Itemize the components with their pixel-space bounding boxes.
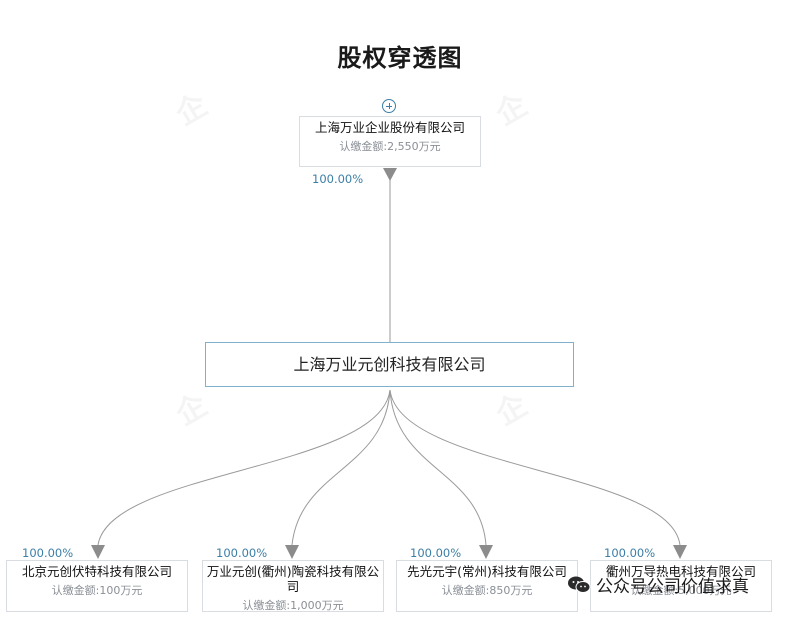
subsidiary-arrow-3 [479, 545, 493, 559]
subsidiary-link-2 [291, 389, 391, 546]
subsidiary-amount: 认缴金额:5,000万元 [630, 584, 732, 597]
subsidiary-name: 衢州万导热电科技有限公司 [605, 564, 756, 579]
wechat-account-text: 公众号公司价值求真 [596, 577, 749, 597]
company-name: 上海万业元创科技有限公司 [293, 355, 486, 374]
shareholder-amount: 认缴金额:2,550万元 [339, 140, 441, 153]
subsidiary-name: 北京元创伏特科技有限公司 [21, 564, 172, 579]
expand-plus-icon[interactable] [382, 99, 396, 113]
subsidiary-arrow-2 [285, 545, 299, 559]
shareholder-percent: 100.00% [312, 172, 364, 186]
shareholder-arrow [383, 168, 397, 181]
subsidiary-link-1 [97, 389, 391, 546]
subsidiary-arrow-1 [91, 545, 105, 559]
wechat-overlay: 公众号公司价值求真 [567, 572, 749, 597]
subsidiary-amount: 认缴金额:850万元 [441, 584, 533, 597]
wechat-icon [568, 576, 591, 593]
subsidiary-arrow-4 [673, 545, 687, 559]
subsidiary-link-3 [389, 389, 487, 546]
subsidiary-amount: 认缴金额:1,000万元 [242, 599, 344, 612]
company-node[interactable]: 上海万业元创科技有限公司 [205, 342, 574, 387]
subsidiary-name: 先光元宇(常州)科技有限公司 [407, 564, 567, 579]
subsidiary-node[interactable]: 万业元创(衢州)陶瓷科技有限公司 认缴金额:1,000万元 [202, 560, 384, 612]
subsidiary-link-4 [389, 389, 681, 546]
subsidiary-node[interactable]: 先光元宇(常州)科技有限公司 认缴金额:850万元 [396, 560, 578, 612]
shareholder-node[interactable]: 上海万业企业股份有限公司 认缴金额:2,550万元 [299, 116, 481, 167]
subsidiary-node[interactable]: 北京元创伏特科技有限公司 认缴金额:100万元 [6, 560, 188, 612]
subsidiary-percent: 100.00% [216, 546, 268, 560]
shareholder-name: 上海万业企业股份有限公司 [314, 120, 465, 135]
subsidiary-name: 万业元创(衢州)陶瓷科技有限公司 [206, 564, 380, 594]
page-title: 股权穿透图 [337, 44, 463, 72]
subsidiary-node[interactable]: 衢州万导热电科技有限公司 认缴金额:5,000万元 [590, 560, 772, 612]
subsidiary-percent: 100.00% [22, 546, 74, 560]
subsidiary-percent: 100.00% [604, 546, 656, 560]
subsidiary-percent: 100.00% [410, 546, 462, 560]
subsidiary-amount: 认缴金额:100万元 [51, 584, 143, 597]
